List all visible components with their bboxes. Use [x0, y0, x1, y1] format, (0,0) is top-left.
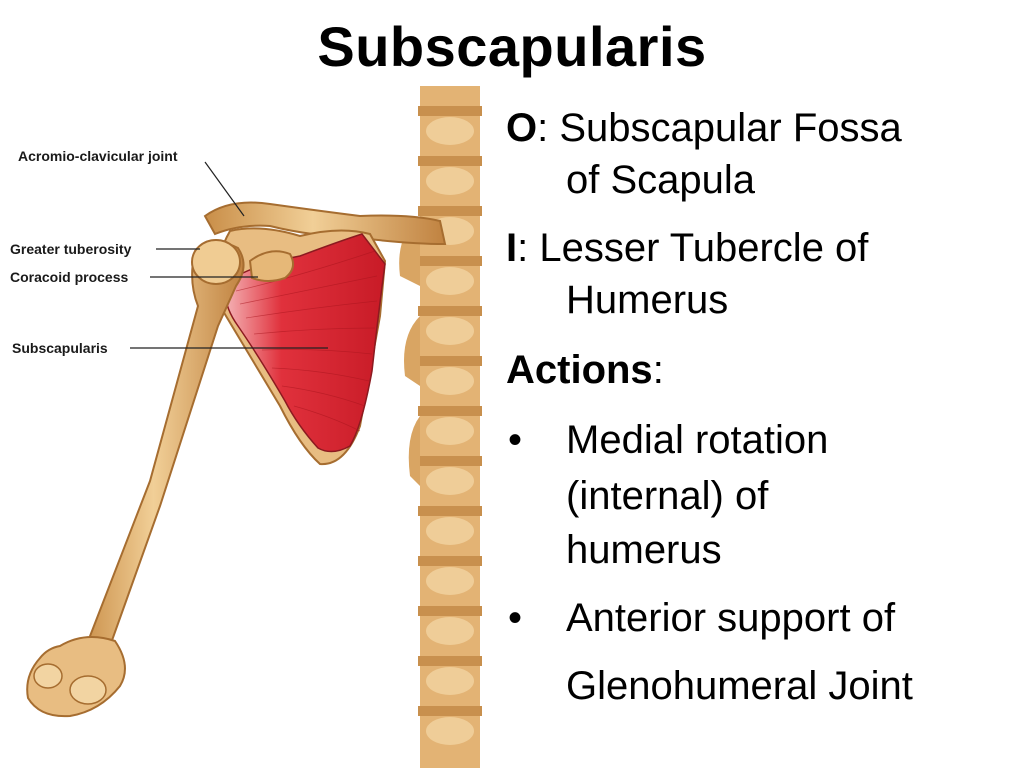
spine [399, 86, 482, 768]
origin-text: : Subscapular Fossa [537, 106, 902, 150]
action-1-line-2: (internal) of [566, 474, 769, 518]
action-1-line-3: humerus [566, 528, 722, 572]
slide-title: Subscapularis [317, 15, 707, 78]
bullet-icon: • [508, 596, 523, 640]
label-subscapularis: Subscapularis [12, 340, 108, 356]
action-2-line-1: Anterior support of [566, 596, 896, 640]
insertion-continuation: Humerus [566, 278, 729, 322]
origin-key: O [506, 106, 538, 150]
actions-key: Actions [506, 348, 653, 392]
insertion-key: I [506, 226, 518, 270]
action-1-line-1: Medial rotation [566, 418, 829, 462]
clavicle [203, 201, 447, 246]
action-2-line-2: Glenohumeral Joint [566, 664, 913, 708]
actions-colon: : [652, 348, 664, 392]
humeral-head [191, 239, 241, 285]
bullet-icon: • [508, 418, 523, 462]
label-coracoid-process: Coracoid process [10, 269, 129, 285]
label-acromio-clavicular-joint: Acromio-clavicular joint [18, 148, 178, 164]
muscle-fibers [235, 250, 378, 432]
origin-continuation: of Scapula [566, 158, 756, 202]
label-greater-tuberosity: Greater tuberosity [10, 241, 132, 257]
insertion-text: : Lesser Tubercle of [517, 226, 869, 270]
actions-heading: Actions: [506, 346, 664, 395]
subscapularis-muscle [224, 233, 386, 453]
leader-lines [130, 161, 328, 349]
shoulder-anatomy-figure: Acromio-clavicular joint Greater tuberos… [0, 86, 490, 768]
coracoid-process [248, 250, 295, 282]
origin-line: O: Subscapular Fossa [506, 104, 902, 153]
shoulder-illustration [26, 86, 482, 768]
insertion-line: I: Lesser Tubercle of [506, 224, 868, 273]
